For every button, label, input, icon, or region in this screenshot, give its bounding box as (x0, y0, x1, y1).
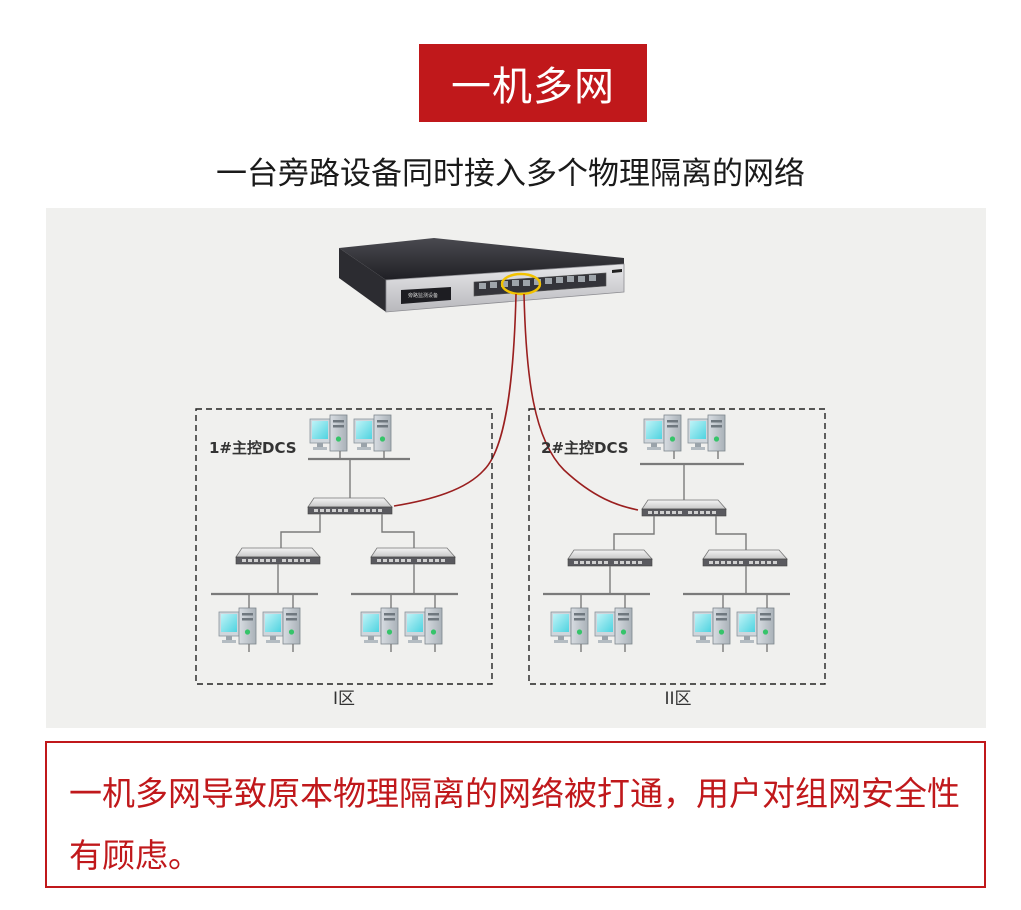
workstation-icon (693, 608, 774, 652)
cable-zone-1 (393, 293, 517, 507)
workstation-icon (361, 608, 442, 652)
network-diagram-svg: 旁路监测设备 1#主控DCS (195, 238, 826, 709)
workstation-icon (644, 415, 725, 459)
network-diagram: 旁路监测设备 1#主控DCS (46, 208, 986, 728)
switch-icon (370, 547, 456, 565)
page-title: 一机多网 (419, 44, 647, 122)
switch-icon (307, 497, 393, 515)
switch-icon (235, 547, 321, 565)
zone-1: 1#主控DCS I区 (195, 408, 493, 709)
zone-name: II区 (664, 689, 691, 709)
workstation-icon (310, 415, 391, 459)
warning-note: 一机多网导致原本物理隔离的网络被打通，用户对组网安全性有顾虑。 (45, 741, 986, 888)
switch-icon (567, 549, 653, 567)
workstation-icon (551, 608, 632, 652)
zone-label: 1#主控DCS (209, 439, 297, 457)
switch-icon (702, 549, 788, 567)
zone-label: 2#主控DCS (541, 439, 629, 457)
warning-note-text: 一机多网导致原本物理隔离的网络被打通，用户对组网安全性有顾虑。 (69, 774, 960, 875)
switch-icon (641, 499, 727, 517)
workstation-icon (219, 608, 300, 652)
zone-name: I区 (333, 689, 355, 709)
bypass-device-icon: 旁路监测设备 (339, 238, 625, 313)
highlight-ring (500, 272, 542, 296)
page-subtitle: 一台旁路设备同时接入多个物理隔离的网络 (216, 156, 805, 192)
cable-zone-2 (523, 293, 639, 511)
zone-2: 2#主控DCS II区 (528, 408, 826, 709)
device-panel-text: 旁路监测设备 (408, 292, 438, 299)
